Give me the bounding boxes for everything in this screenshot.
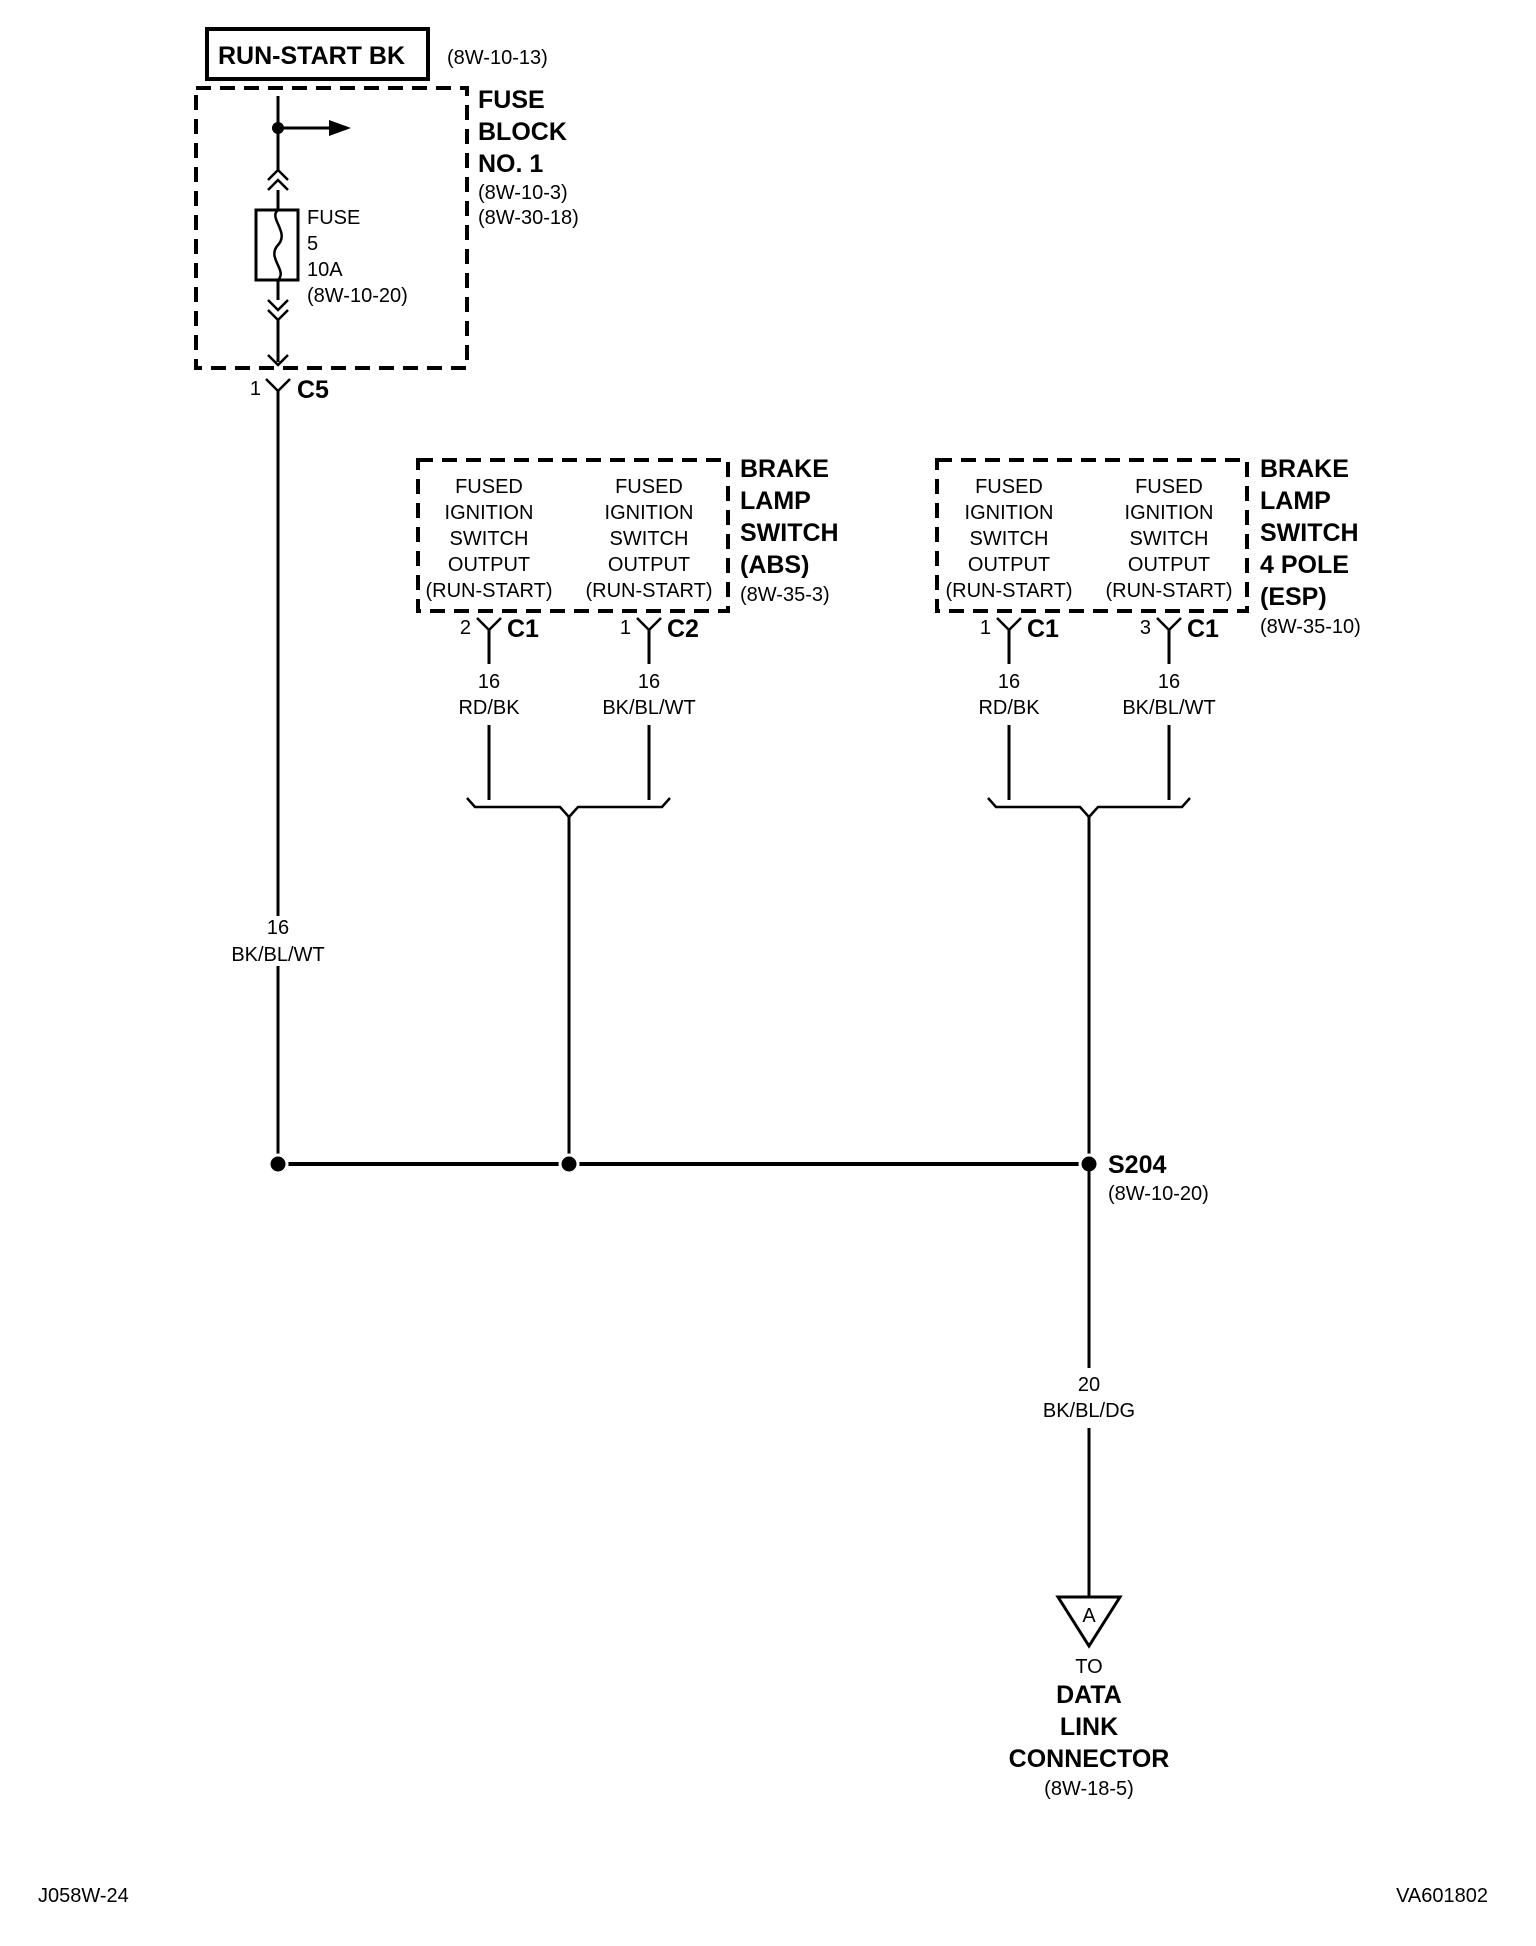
destination-name-line-3: CONNECTOR bbox=[1009, 1745, 1170, 1773]
abs-pin1-label-line-5: (RUN-START) bbox=[425, 580, 552, 602]
power-source-box bbox=[205, 27, 430, 81]
abs-pin2-label-line-1: FUSED bbox=[615, 476, 683, 498]
abs-connector-2 bbox=[636, 617, 662, 632]
splice-row: S204 (8W-10-20) bbox=[267, 1151, 1209, 1205]
esp-pin2-label-line-5: (RUN-START) bbox=[1105, 580, 1232, 602]
esp-pin1-label-line-4: OUTPUT bbox=[968, 554, 1050, 576]
esp-connector-2-pin: 3 bbox=[1140, 617, 1151, 639]
esp-connector-2 bbox=[1156, 617, 1182, 632]
esp-pin1-label-line-5: (RUN-START) bbox=[945, 580, 1072, 602]
fuse-block-name-line-2: BLOCK bbox=[478, 118, 567, 146]
abs-connector-2-name: C2 bbox=[667, 615, 699, 643]
esp-wire-2-color: BK/BL/WT bbox=[1122, 697, 1215, 719]
esp-name-line-2: LAMP bbox=[1260, 487, 1331, 515]
fuse-block-ref-1: (8W-10-3) bbox=[478, 182, 568, 204]
abs-wire-2-color: BK/BL/WT bbox=[602, 697, 695, 719]
main-wire-gauge: 16 bbox=[267, 917, 289, 939]
esp-wire-1-gauge: 16 bbox=[998, 671, 1020, 693]
abs-wire-1-gauge: 16 bbox=[478, 671, 500, 693]
esp-connector-1-pin: 1 bbox=[980, 617, 991, 639]
abs-connector-1-pin: 2 bbox=[460, 617, 471, 639]
abs-pin1-label-line-2: IGNITION bbox=[445, 502, 534, 524]
esp-pin1-label-line-3: SWITCH bbox=[970, 528, 1049, 550]
fuse-block: FUSE BLOCK NO. 1 (8W-10-3) (8W-30-18) FU… bbox=[194, 86, 579, 370]
abs-pin2-label-line-2: IGNITION bbox=[605, 502, 694, 524]
fuse-block-name-line-3: NO. 1 bbox=[478, 150, 543, 178]
splice-ref: (8W-10-20) bbox=[1108, 1183, 1209, 1205]
footer-right-code: VA601802 bbox=[1396, 1885, 1488, 1907]
esp-pin2-label-line-4: OUTPUT bbox=[1128, 554, 1210, 576]
connector-c5-name: C5 bbox=[297, 376, 329, 404]
abs-pin1-label-line-4: OUTPUT bbox=[448, 554, 530, 576]
fuse-label-line-2: 5 bbox=[307, 233, 318, 255]
esp-connector-1-name: C1 bbox=[1027, 615, 1059, 643]
esp-connector-1 bbox=[996, 617, 1022, 632]
abs-name-line-2: LAMP bbox=[740, 487, 811, 515]
esp-name-line-1: BRAKE bbox=[1260, 455, 1349, 483]
fuse-label-line-4: (8W-10-20) bbox=[307, 285, 408, 307]
esp-ref: (8W-35-10) bbox=[1260, 616, 1361, 638]
output-wire-color: BK/BL/DG bbox=[1043, 1400, 1135, 1422]
power-source-ref: (8W-10-13) bbox=[447, 47, 548, 69]
brake-switch-abs-outline bbox=[416, 458, 730, 613]
fuse-block-output-arrow bbox=[329, 120, 351, 136]
abs-pin1-label-line-1: FUSED bbox=[455, 476, 523, 498]
connector-c5-pin: 1 bbox=[250, 378, 261, 400]
destination-ref: (8W-18-5) bbox=[1044, 1778, 1134, 1800]
esp-pin2-label-line-3: SWITCH bbox=[1130, 528, 1209, 550]
footer-left-code: J058W-24 bbox=[38, 1885, 129, 1907]
esp-wire-1-color: RD/BK bbox=[978, 697, 1040, 719]
abs-name-line-4: (ABS) bbox=[740, 551, 809, 579]
destination-name-line-1: DATA bbox=[1056, 1681, 1122, 1709]
destination: A TO DATA LINK CONNECTOR (8W-18-5) bbox=[1009, 1595, 1170, 1800]
abs-ref: (8W-35-3) bbox=[740, 584, 830, 606]
fuse-label-line-3: 10A bbox=[307, 259, 343, 281]
fuse-block-outline bbox=[194, 86, 469, 370]
esp-wire-2-gauge: 16 bbox=[1158, 671, 1180, 693]
abs-connector-1 bbox=[476, 617, 502, 632]
splice-name: S204 bbox=[1108, 1151, 1166, 1179]
power-source: RUN-START BK (8W-10-13) bbox=[205, 27, 548, 81]
esp-name-line-5: (ESP) bbox=[1260, 583, 1327, 611]
brake-switch-esp: BRAKE LAMP SWITCH 4 POLE (ESP) (8W-35-10… bbox=[935, 455, 1361, 1164]
main-wire-color: BK/BL/WT bbox=[231, 944, 324, 966]
esp-merge-bracket bbox=[987, 797, 1191, 819]
abs-wire-1-color: RD/BK bbox=[458, 697, 520, 719]
power-source-label: RUN-START BK bbox=[218, 42, 405, 70]
connector-c5: 1 C5 bbox=[250, 376, 329, 404]
abs-pin2-label-line-5: (RUN-START) bbox=[585, 580, 712, 602]
esp-connector-2-name: C1 bbox=[1187, 615, 1219, 643]
fuse-symbol bbox=[254, 208, 300, 282]
fuse-block-name-line-1: FUSE bbox=[478, 86, 545, 114]
destination-prefix: TO bbox=[1075, 1656, 1102, 1678]
abs-merge-bracket bbox=[466, 797, 671, 819]
brake-switch-esp-outline bbox=[935, 458, 1249, 613]
fuse-label-line-1: FUSE bbox=[307, 207, 360, 229]
output-wire-gauge: 20 bbox=[1078, 1374, 1100, 1396]
abs-pin2-label-line-3: SWITCH bbox=[610, 528, 689, 550]
destination-marker bbox=[1055, 1595, 1123, 1649]
abs-name-line-1: BRAKE bbox=[740, 455, 829, 483]
abs-pin2-label-line-4: OUTPUT bbox=[608, 554, 690, 576]
abs-connector-2-pin: 1 bbox=[620, 617, 631, 639]
destination-name-line-2: LINK bbox=[1060, 1713, 1118, 1741]
esp-pin1-label-line-2: IGNITION bbox=[965, 502, 1054, 524]
abs-pin1-label-line-3: SWITCH bbox=[450, 528, 529, 550]
abs-name-line-3: SWITCH bbox=[740, 519, 839, 547]
fuse-block-ref-2: (8W-30-18) bbox=[478, 207, 579, 229]
splice-node-main bbox=[267, 1153, 289, 1175]
esp-pin2-label-line-2: IGNITION bbox=[1125, 502, 1214, 524]
esp-name-line-4: 4 POLE bbox=[1260, 551, 1349, 579]
brake-switch-abs: BRAKE LAMP SWITCH (ABS) (8W-35-3) FUSED … bbox=[416, 455, 839, 1164]
destination-marker-label: A bbox=[1082, 1605, 1096, 1627]
esp-pin1-label-line-1: FUSED bbox=[975, 476, 1043, 498]
abs-wire-2-gauge: 16 bbox=[638, 671, 660, 693]
esp-pin2-label-line-1: FUSED bbox=[1135, 476, 1203, 498]
abs-connector-1-name: C1 bbox=[507, 615, 539, 643]
output-wire: 20 BK/BL/DG bbox=[1043, 1164, 1135, 1597]
esp-name-line-3: SWITCH bbox=[1260, 519, 1359, 547]
splice-node-abs bbox=[558, 1153, 580, 1175]
